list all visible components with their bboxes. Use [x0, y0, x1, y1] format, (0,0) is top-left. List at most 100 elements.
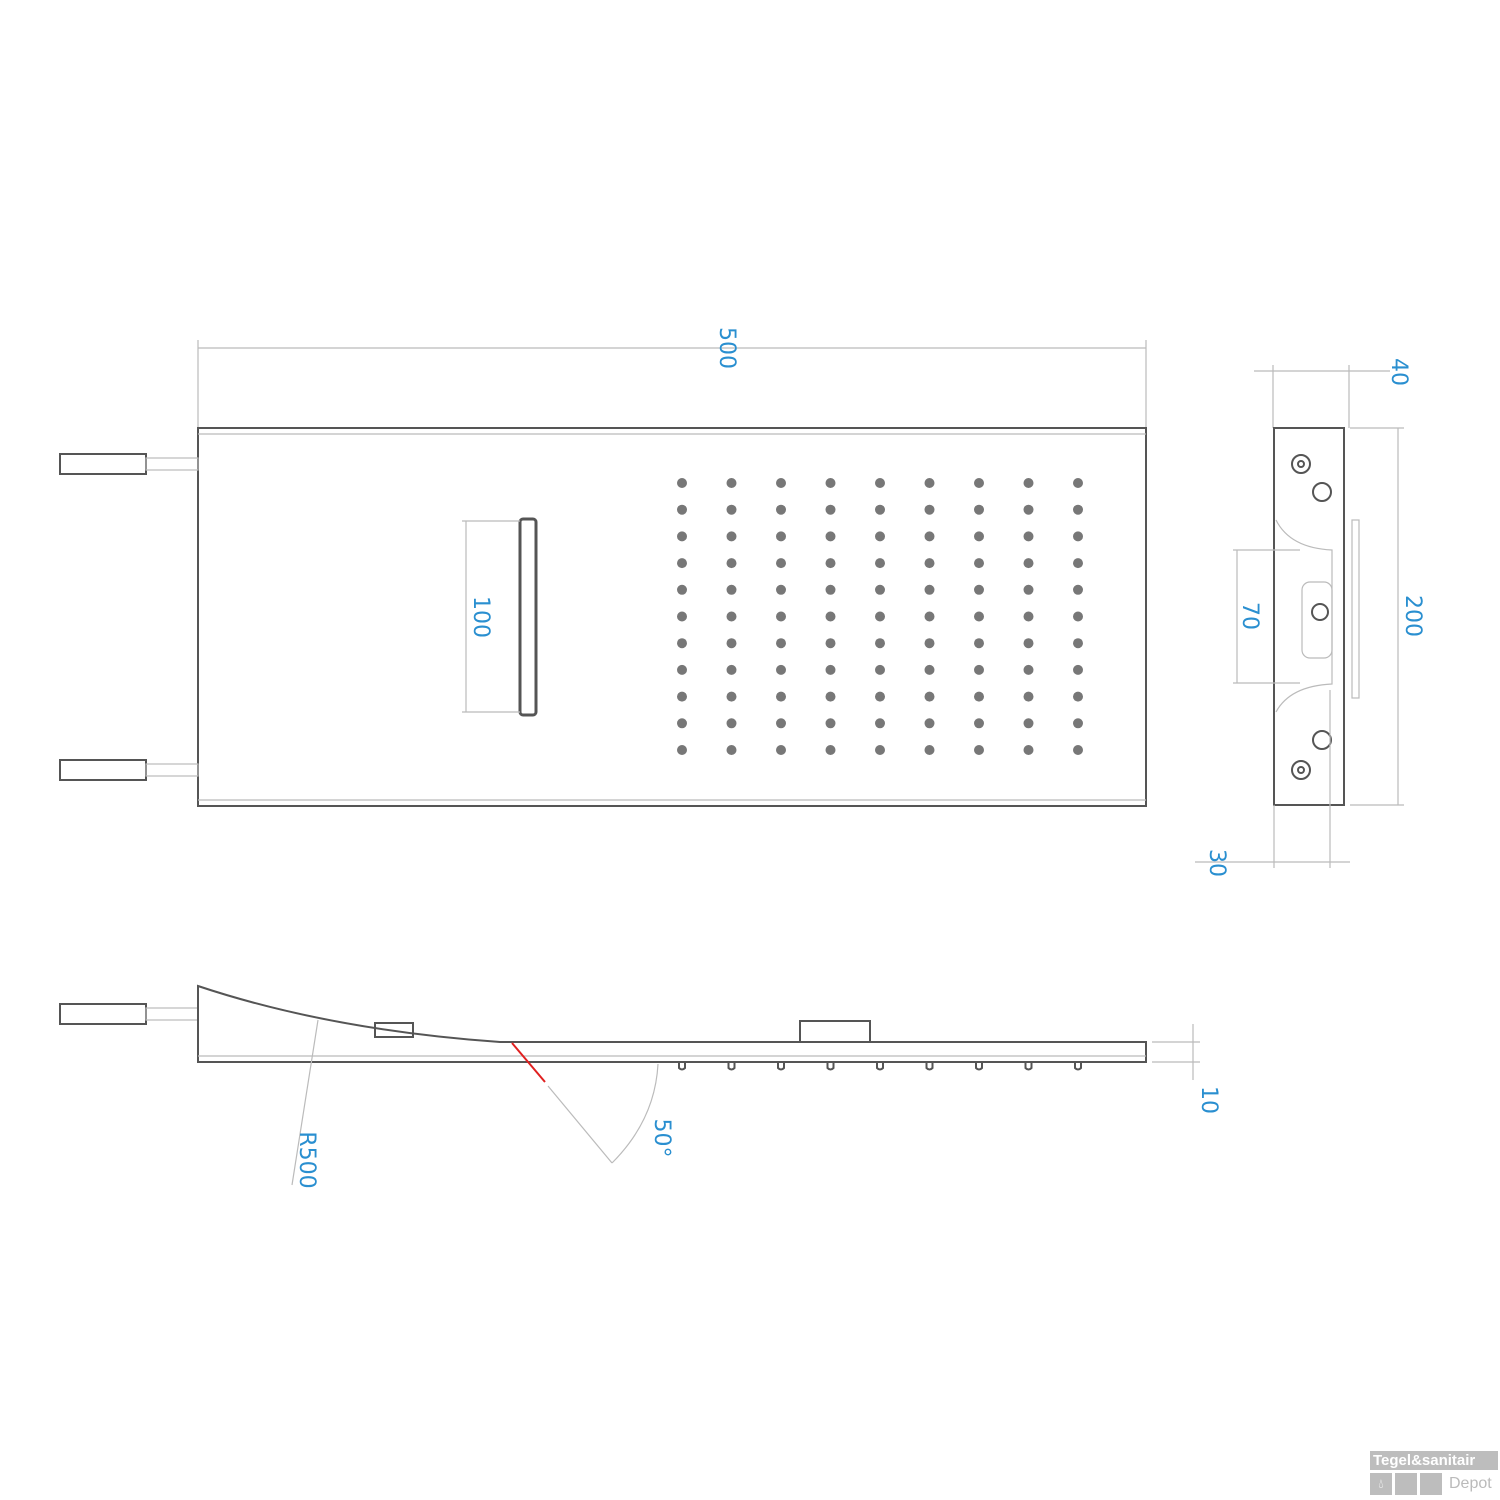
dim-radius: R500	[294, 1131, 319, 1188]
nozzle-dot	[726, 504, 737, 515]
nozzle-dot	[924, 478, 935, 488]
nozzle-dot	[974, 638, 984, 649]
nozzle-dot	[875, 478, 885, 488]
nozzle-dot	[1073, 558, 1083, 569]
nozzle-dot	[1073, 584, 1083, 595]
nozzle-dot	[875, 584, 885, 595]
water-drop-icon: 💧︎	[1370, 1473, 1392, 1495]
logo-sub: Depot	[1449, 1475, 1492, 1492]
dim-width: 500	[714, 327, 739, 369]
nozzle-profile	[925, 1062, 934, 1071]
logo-tile	[1395, 1473, 1417, 1495]
nozzle-dot	[776, 718, 786, 729]
dim-thickness: 10	[1196, 1086, 1221, 1114]
nozzle-dot	[1023, 638, 1034, 649]
dim-waterfall: 100	[468, 596, 493, 638]
side-view: 40 200 70 30	[1195, 358, 1425, 877]
nozzle-dot	[677, 664, 687, 675]
profile-nozzles	[678, 1062, 1082, 1071]
nozzle-dot	[875, 611, 885, 622]
nozzle-dot	[1073, 664, 1083, 675]
dim-angle: 50°	[649, 1119, 674, 1158]
nozzle-dot	[974, 718, 984, 729]
shower-head-body	[197, 427, 1147, 807]
nozzle-dot	[1073, 611, 1083, 622]
nozzle-dot	[677, 638, 687, 649]
nozzle-profile	[678, 1062, 686, 1071]
nozzle-dot	[974, 558, 984, 569]
nozzle-dot	[875, 718, 885, 729]
nozzle-dot	[677, 745, 687, 755]
nozzle-dot	[924, 638, 935, 649]
logo-tile	[1420, 1473, 1442, 1495]
nozzle-dot	[825, 638, 836, 649]
nozzle-dot	[974, 478, 984, 488]
nozzle-dot	[924, 558, 935, 569]
logo-brand: Tegel&sanitair	[1370, 1451, 1498, 1470]
nozzle-dot	[974, 504, 984, 515]
top-view: 500 100	[59, 327, 1147, 807]
nozzle-dot	[974, 691, 984, 702]
nozzle-dot	[726, 691, 737, 702]
nozzle-dot	[1023, 691, 1034, 702]
nozzle-grid	[677, 478, 1083, 755]
nozzle-dot	[825, 691, 836, 702]
nozzle-dot	[1023, 531, 1034, 542]
nozzle-dot	[974, 531, 984, 542]
nozzle-dot	[924, 718, 935, 729]
nozzle-dot	[776, 504, 786, 515]
nozzle-dot	[677, 584, 687, 595]
nozzle-profile	[826, 1062, 835, 1071]
nozzle-dot	[776, 531, 786, 542]
nozzle-dot	[1023, 478, 1034, 488]
nozzle-dot	[924, 745, 935, 755]
dim-height: 200	[1400, 595, 1425, 637]
nozzle-dot	[776, 638, 786, 649]
nozzle-dot	[1073, 638, 1083, 649]
nozzle-profile	[727, 1062, 736, 1071]
nozzle-dot	[1073, 691, 1083, 702]
nozzle-dot	[726, 531, 737, 542]
nozzle-profile	[1024, 1062, 1033, 1071]
nozzle-dot	[677, 478, 687, 488]
nozzle-dot	[825, 531, 836, 542]
nozzle-dot	[1073, 531, 1083, 542]
nozzle-dot	[974, 745, 984, 755]
nozzle-dot	[974, 611, 984, 622]
nozzle-dot	[875, 558, 885, 569]
nozzle-dot	[974, 664, 984, 675]
nozzle-profile	[777, 1062, 785, 1071]
profile-view: 50° R500 10	[59, 984, 1221, 1189]
nozzle-dot	[825, 611, 836, 622]
nozzle-dot	[924, 584, 935, 595]
nozzle-dot	[924, 504, 935, 515]
nozzle-dot	[726, 718, 737, 729]
nozzle-dot	[1073, 478, 1083, 488]
nozzle-dot	[825, 664, 836, 675]
nozzle-dot	[825, 478, 836, 488]
nozzle-dot	[875, 664, 885, 675]
angle-marker	[511, 1042, 546, 1083]
nozzle-dot	[1023, 718, 1034, 729]
mount-arm-bottom	[59, 759, 199, 781]
nozzle-dot	[875, 531, 885, 542]
nozzle-dot	[677, 691, 687, 702]
nozzle-dot	[875, 691, 885, 702]
nozzle-dot	[776, 558, 786, 569]
nozzle-dot	[726, 584, 737, 595]
nozzle-dot	[875, 504, 885, 515]
waterfall-outlet	[518, 517, 538, 717]
nozzle-dot	[1023, 584, 1034, 595]
nozzle-dot	[825, 584, 836, 595]
nozzle-dot	[825, 558, 836, 569]
dim-depth: 40	[1386, 358, 1411, 386]
nozzle-dot	[776, 691, 786, 702]
dim-bottom: 30	[1204, 849, 1229, 877]
nozzle-dot	[776, 664, 786, 675]
nozzle-dot	[726, 478, 737, 488]
mount-arm-profile	[59, 1003, 147, 1025]
nozzle-dot	[974, 584, 984, 595]
nozzle-dot	[875, 638, 885, 649]
nozzle-dot	[726, 558, 737, 569]
nozzle-dot	[776, 611, 786, 622]
